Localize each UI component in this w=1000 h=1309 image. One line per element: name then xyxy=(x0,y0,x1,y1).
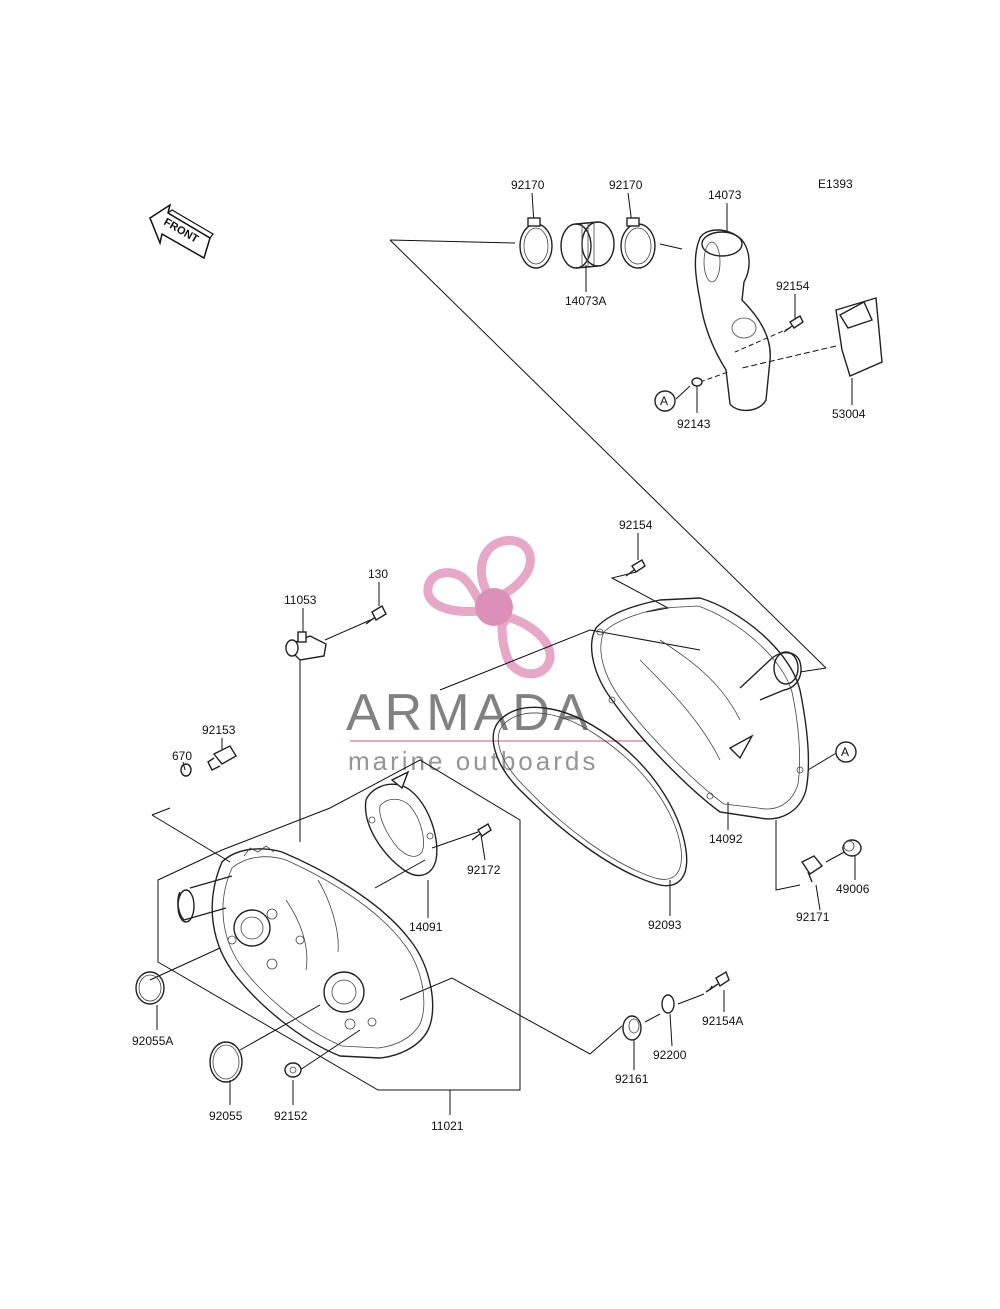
part-label-130: 130 xyxy=(368,567,388,581)
part-label-92171: 92171 xyxy=(796,910,830,924)
part-label-92055: 92055 xyxy=(209,1109,243,1123)
svg-text:A: A xyxy=(841,745,849,759)
grommet-49006 xyxy=(842,839,862,857)
washer-92200 xyxy=(661,994,675,1014)
bolt-92154A xyxy=(705,970,730,993)
watermark-brand-name: ARMADA xyxy=(346,684,592,742)
cover-gasket-92093 xyxy=(492,706,688,887)
part-label-92154-top: 92154 xyxy=(776,279,810,293)
part-label-49006: 49006 xyxy=(836,882,870,896)
bolt-130 xyxy=(365,605,387,625)
clip-92171 xyxy=(800,855,824,883)
washer-92143 xyxy=(691,377,703,387)
svg-text:A: A xyxy=(660,394,668,408)
part-label-92170-left: 92170 xyxy=(511,178,545,192)
part-labels: 92170 92170 14073 14073A 92154 53004 921… xyxy=(132,178,870,1133)
diagram-code: E1393 xyxy=(818,177,853,191)
part-label-11053: 11053 xyxy=(284,593,317,607)
part-label-92093: 92093 xyxy=(648,918,682,932)
plate-14091 xyxy=(364,770,438,877)
part-label-92154A: 92154A xyxy=(702,1014,743,1028)
o-ring-92055 xyxy=(209,1041,243,1083)
part-label-92161: 92161 xyxy=(615,1072,649,1086)
outer-converter-cover-14092 xyxy=(590,597,810,820)
intake-duct-sleeve xyxy=(560,221,615,269)
part-label-14091: 14091 xyxy=(409,920,443,934)
ring-670 xyxy=(180,763,192,777)
part-label-92170-right: 92170 xyxy=(609,178,643,192)
leader-lines xyxy=(149,192,856,1115)
hose-clamp-left xyxy=(519,217,553,269)
bolt-92172 xyxy=(471,823,492,841)
front-direction-arrow-icon: FRONT xyxy=(149,203,214,260)
part-label-14073: 14073 xyxy=(708,188,742,202)
propeller-logo-icon xyxy=(423,536,555,679)
part-label-670: 670 xyxy=(172,749,192,763)
label-sticker-53004 xyxy=(835,297,883,377)
part-label-92152: 92152 xyxy=(274,1109,308,1123)
part-label-11021: 11021 xyxy=(431,1119,464,1133)
part-label-14092: 14092 xyxy=(709,832,743,846)
part-label-92143: 92143 xyxy=(677,417,711,431)
part-label-53004: 53004 xyxy=(832,407,866,421)
watermark-subtitle: marine outboards xyxy=(348,746,598,776)
armada-watermark: ARMADA marine outboards xyxy=(346,536,646,776)
o-ring-92055A xyxy=(135,971,165,1005)
grommet-92161 xyxy=(622,1015,642,1041)
part-label-92200: 92200 xyxy=(653,1048,687,1062)
bracket-11053 xyxy=(284,631,327,661)
intake-duct-14073 xyxy=(694,229,771,411)
plug-92153 xyxy=(207,745,237,771)
part-label-14073A: 14073A xyxy=(565,294,606,308)
hose-clamp-right xyxy=(620,217,656,269)
ref-marker-a-top: A xyxy=(654,390,676,412)
part-label-92153: 92153 xyxy=(202,723,236,737)
bolt-92154-top xyxy=(783,315,804,333)
part-label-92172: 92172 xyxy=(467,863,501,877)
plug-92152 xyxy=(284,1062,302,1078)
part-label-92154-mid: 92154 xyxy=(619,518,653,532)
part-label-92055A: 92055A xyxy=(132,1034,173,1048)
bolt-92154-mid xyxy=(625,559,646,577)
inner-converter-cover-11021 xyxy=(177,845,434,1059)
ref-marker-a-right: A xyxy=(835,741,857,763)
